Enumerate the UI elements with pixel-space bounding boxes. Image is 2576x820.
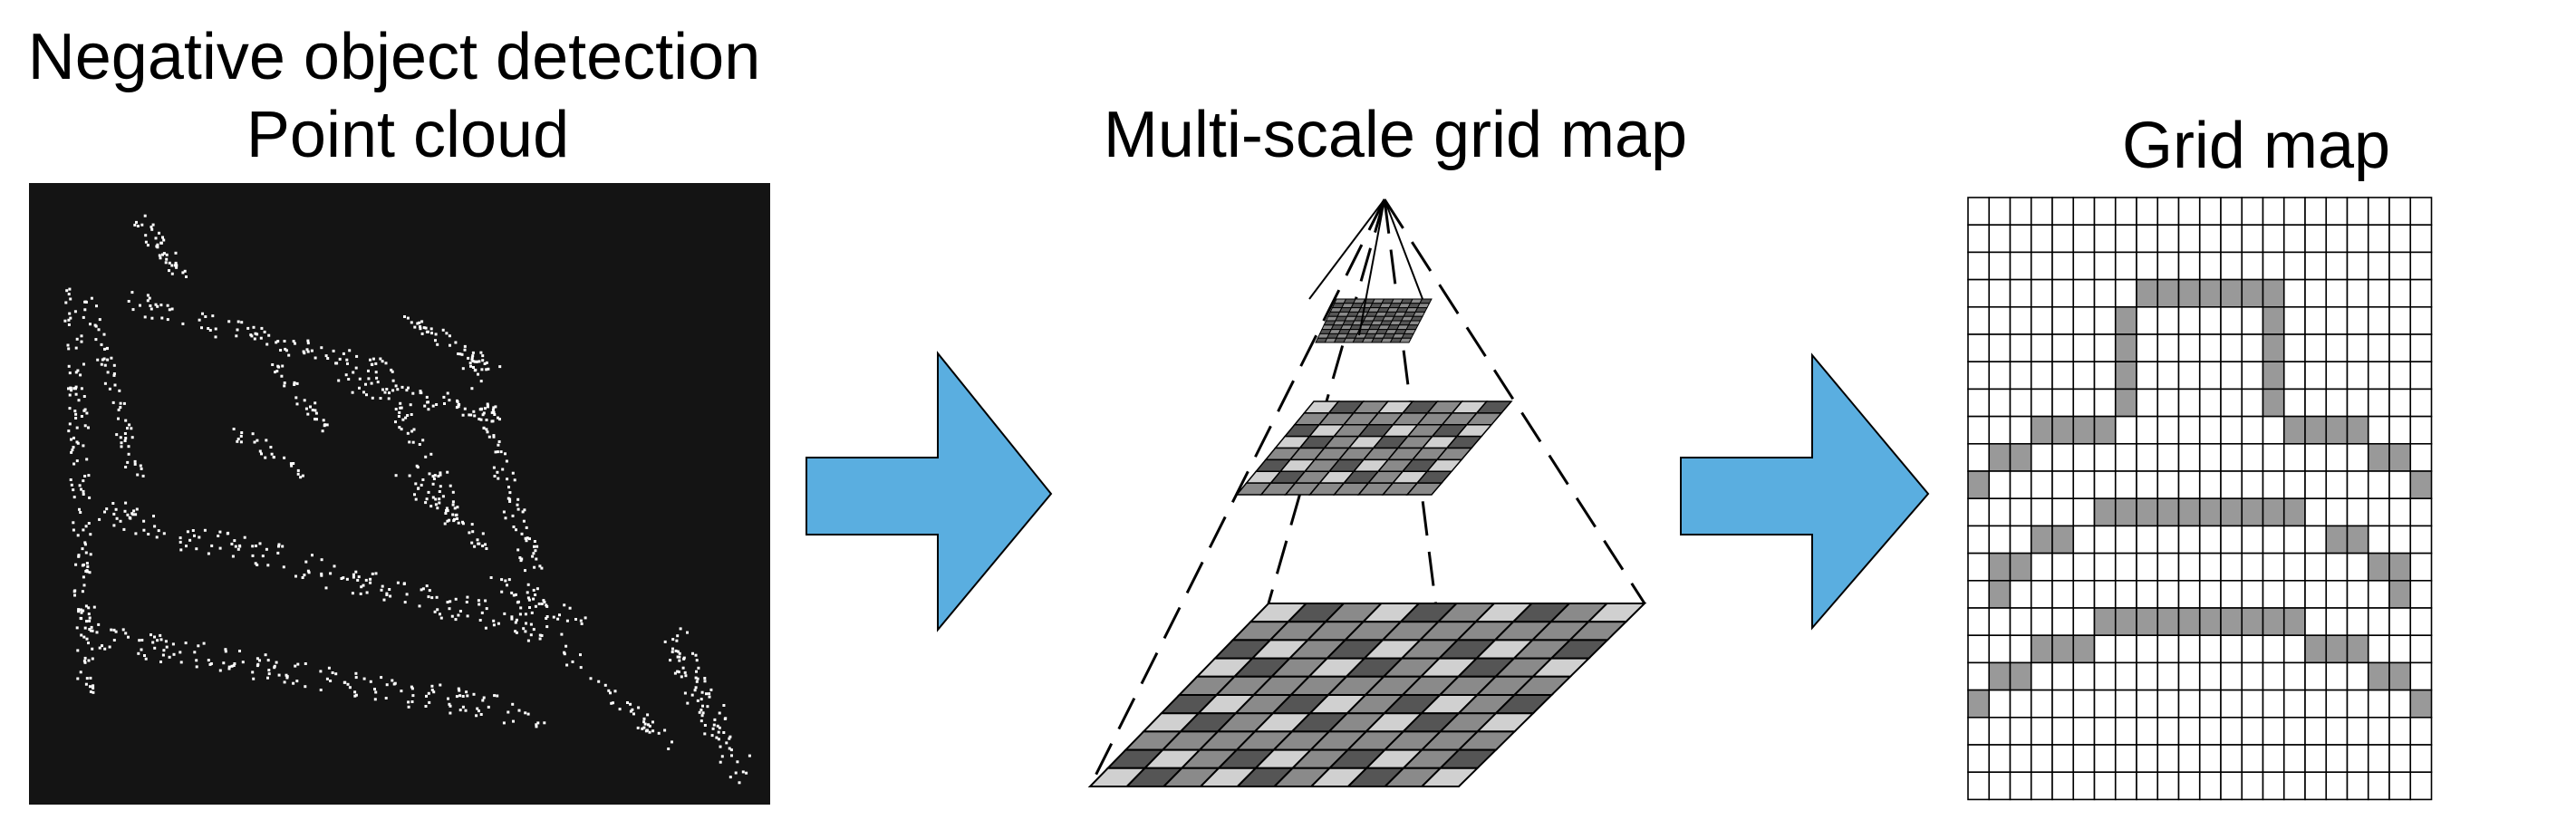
multiscale-grid-title: Multi-scale grid map bbox=[1103, 99, 1688, 171]
point-cloud-title-line1: Negative object detection bbox=[27, 21, 761, 93]
point-cloud-panel bbox=[29, 183, 770, 805]
point-cloud-title-line2: Point cloud bbox=[246, 99, 570, 171]
right-arrow-icon bbox=[806, 351, 1053, 632]
point-cloud-points bbox=[63, 214, 751, 785]
grid-map-title: Grid map bbox=[2121, 110, 2391, 182]
right-arrow-icon bbox=[1680, 352, 1930, 631]
point-cloud-image bbox=[29, 183, 770, 805]
multiscale-pyramid bbox=[1087, 198, 1647, 787]
grid-map bbox=[1967, 197, 2433, 801]
